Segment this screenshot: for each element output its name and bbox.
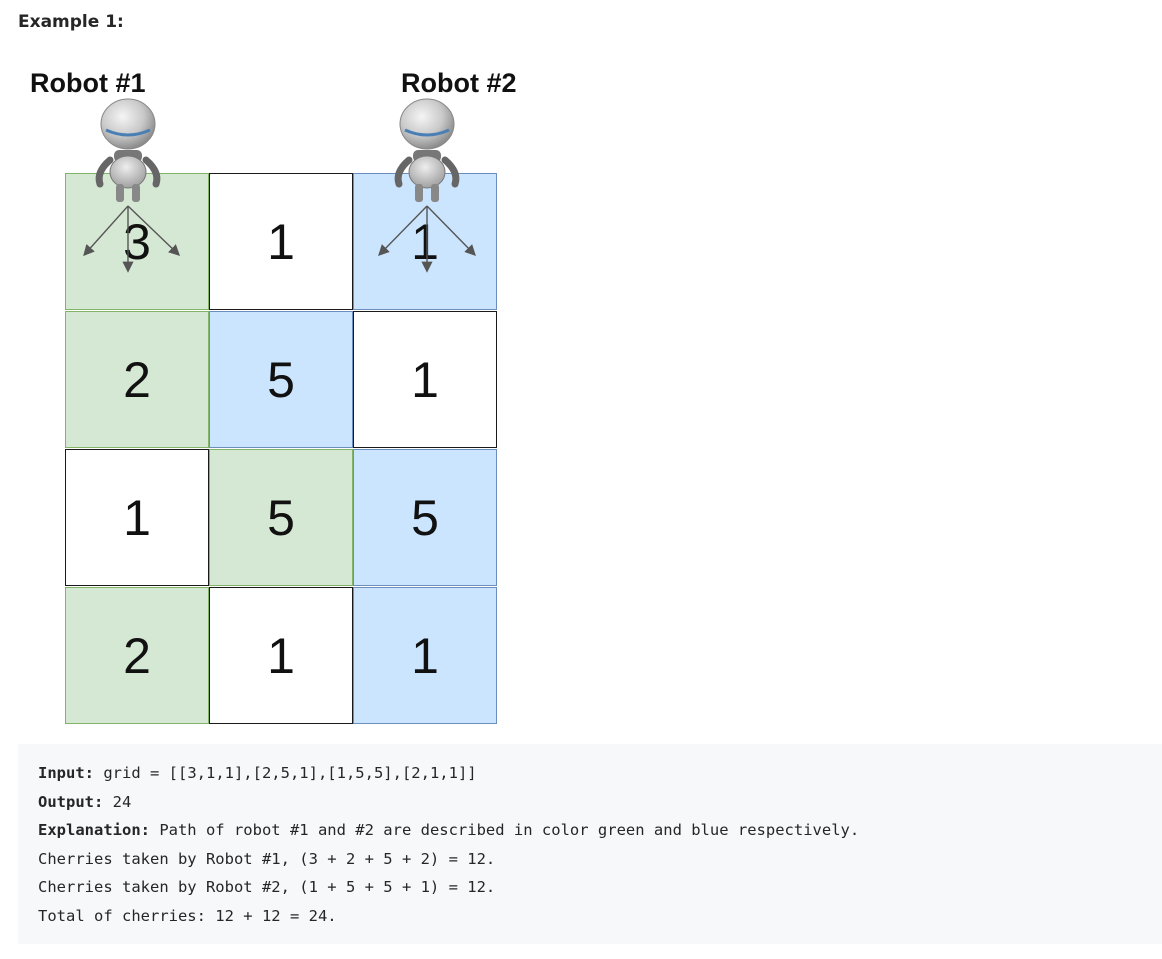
output-line: Output: 24 <box>38 788 1142 817</box>
explanation-value: Path of robot #1 and #2 are described in… <box>149 821 860 840</box>
grid-cell-r2-c2: 5 <box>353 449 497 586</box>
input-line: Input: grid = [[3,1,1],[2,5,1],[1,5,5],[… <box>38 759 1142 788</box>
grid-cell-r2-c0: 1 <box>65 449 209 586</box>
robot-1-label: Robot #1 <box>30 68 146 98</box>
grid-cell-r0-c1: 1 <box>209 173 353 310</box>
grid-cell-r0-c2: 1 <box>353 173 497 310</box>
grid-cell-r1-c1: 5 <box>209 311 353 448</box>
explanation-label: Explanation: <box>38 821 150 840</box>
explanation-line: Explanation: Path of robot #1 and #2 are… <box>38 816 1142 845</box>
explanation-detail-line: Cherries taken by Robot #1, (3 + 2 + 5 +… <box>38 849 496 868</box>
grid-cell-r3-c0: 2 <box>65 587 209 724</box>
example-code-block: Input: grid = [[3,1,1],[2,5,1],[1,5,5],[… <box>18 744 1162 944</box>
grid-cell-r0-c0: 3 <box>65 173 209 310</box>
input-label: Input: <box>38 764 94 782</box>
input-value: grid = [[3,1,1],[2,5,1],[1,5,5],[2,1,1]] <box>94 764 477 782</box>
robot-2-label: Robot #2 <box>401 68 517 98</box>
output-value: 24 <box>103 792 132 811</box>
explanation-detail-line: Total of cherries: 12 + 12 = 24. <box>38 906 337 925</box>
grid-cell-r1-c2: 1 <box>353 311 497 448</box>
explanation-detail-line: Cherries taken by Robot #2, (1 + 5 + 5 +… <box>38 878 496 897</box>
grid-cell-r2-c1: 5 <box>209 449 353 586</box>
grid-cell-r1-c0: 2 <box>65 311 209 448</box>
grid-cell-r3-c1: 1 <box>209 587 353 724</box>
output-label: Output: <box>38 792 104 811</box>
grid-cell-r3-c2: 1 <box>353 587 497 724</box>
example-heading: Example 1: <box>18 12 124 32</box>
